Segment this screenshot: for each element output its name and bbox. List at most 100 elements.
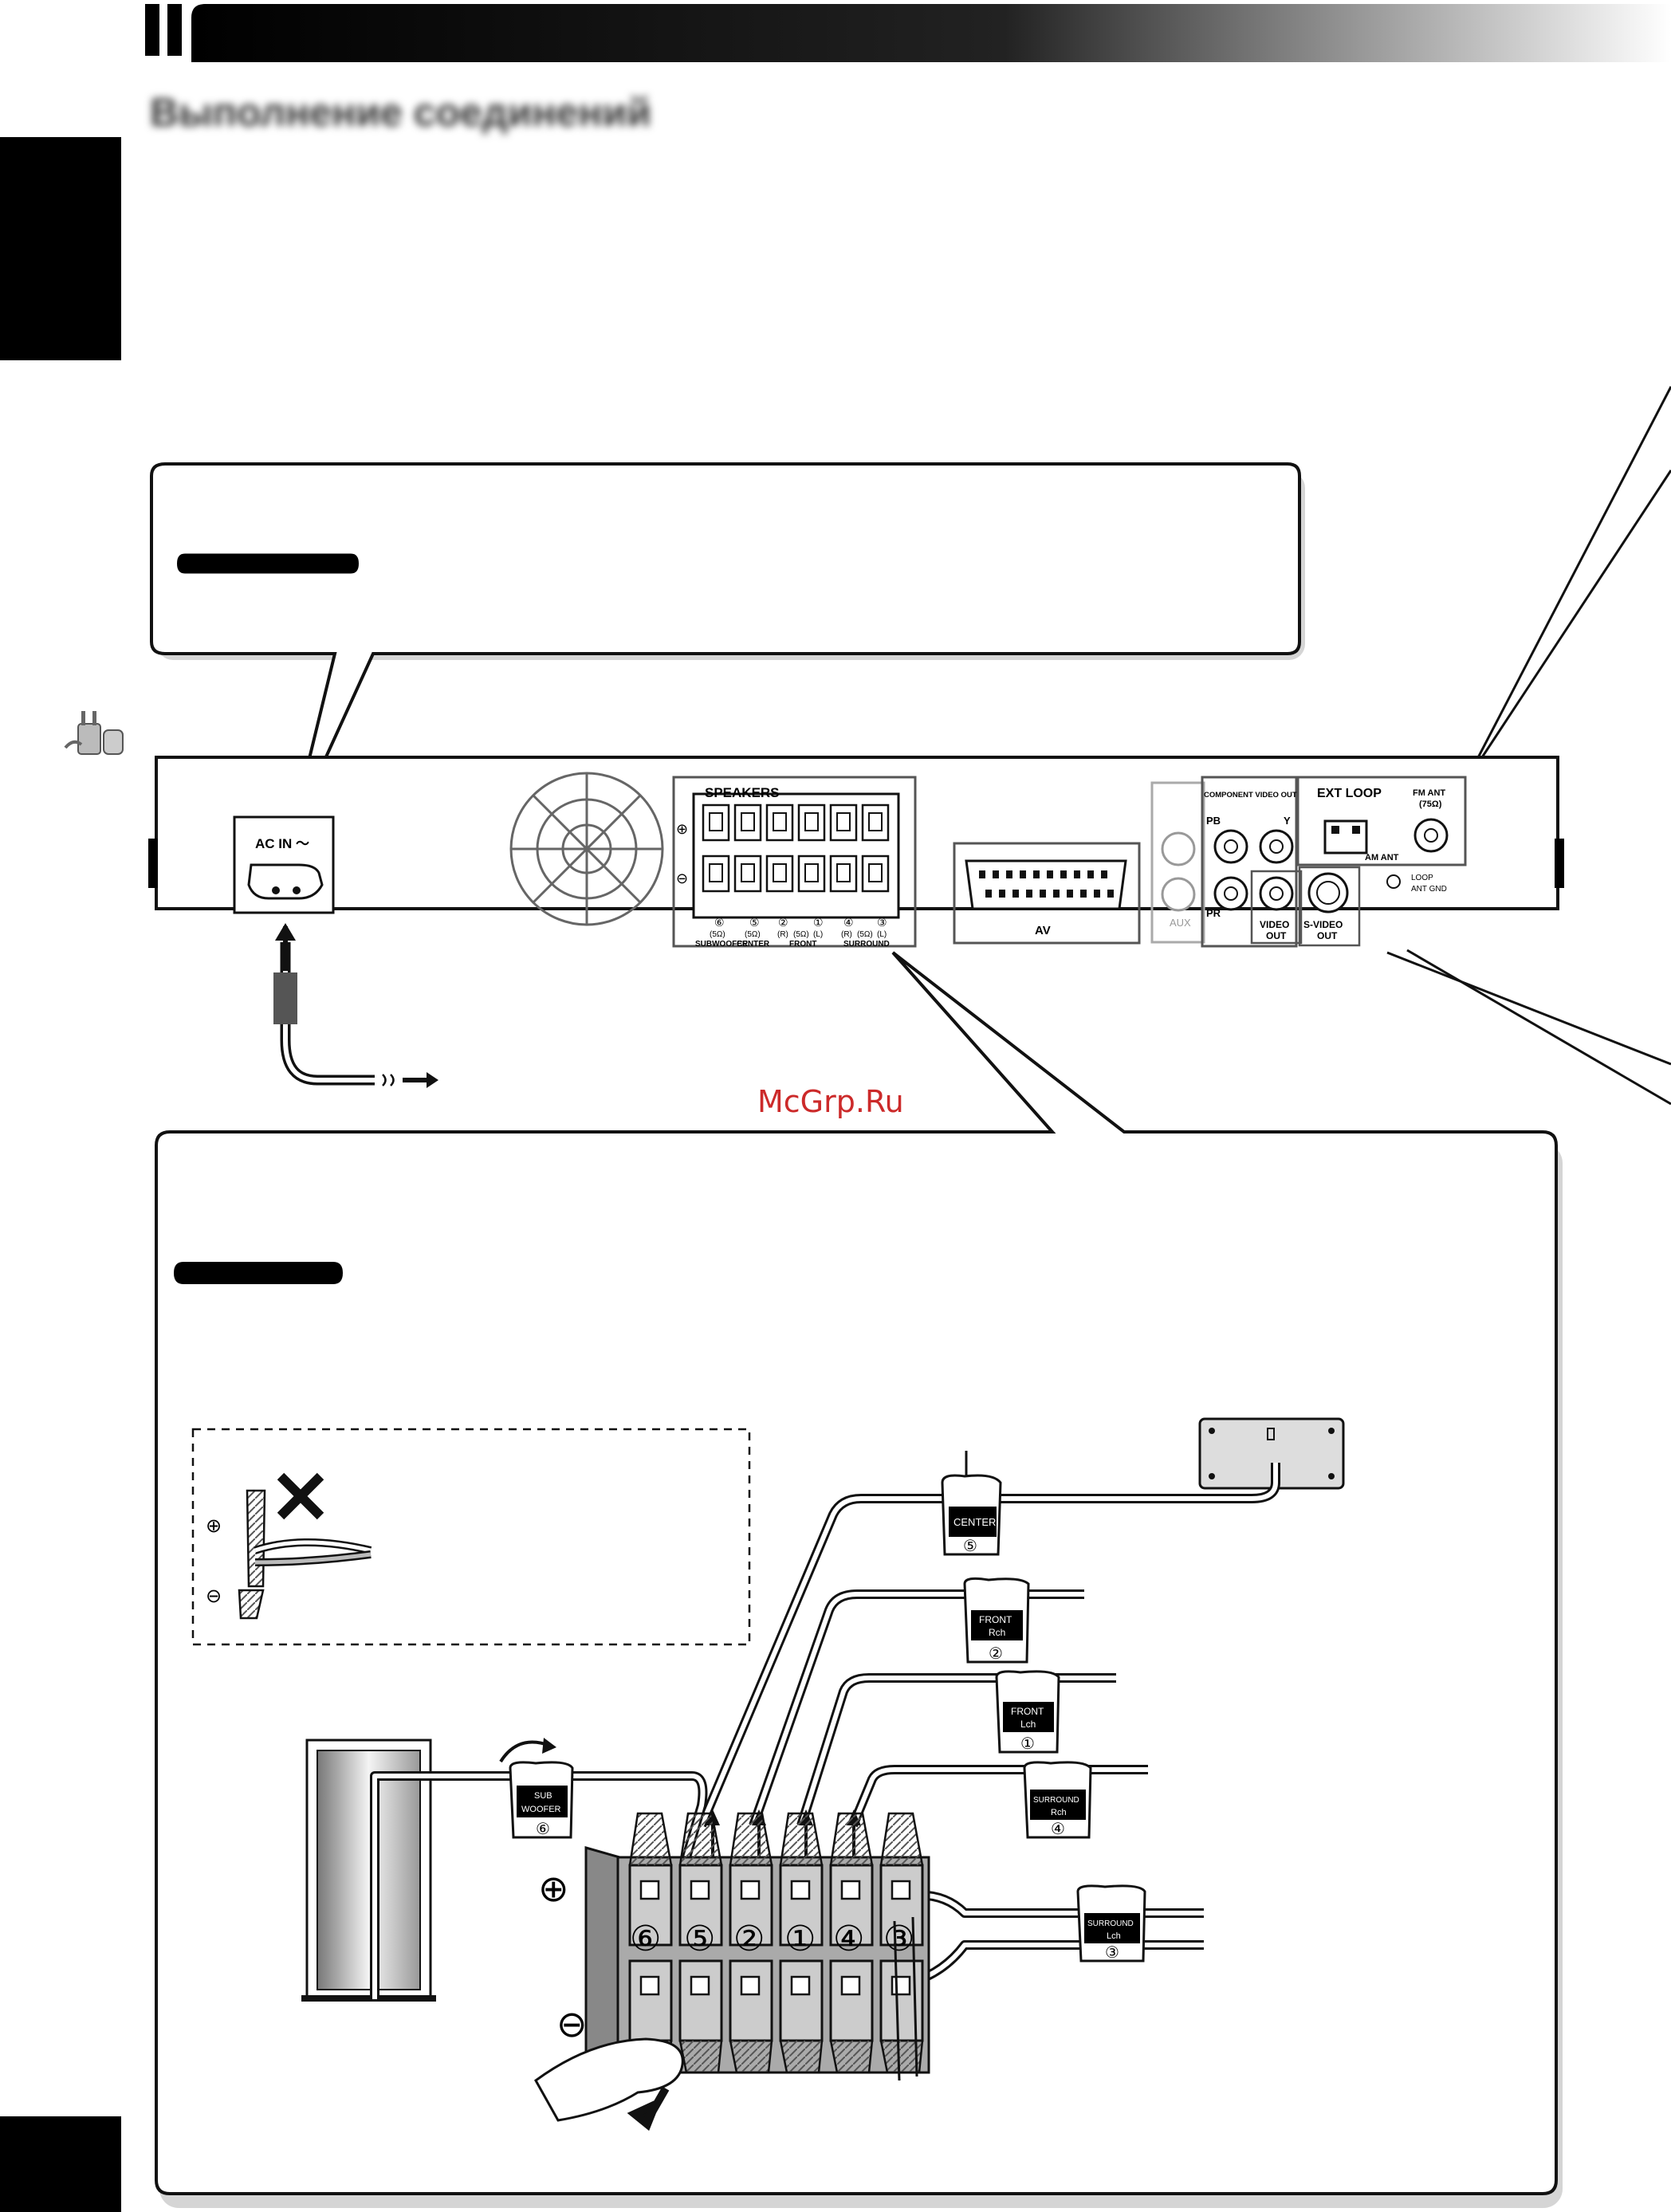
tag-front-r: FRONT Rch ② [963, 1577, 1030, 1664]
tag-sr-num: ④ [1051, 1821, 1065, 1838]
panel-imp-front: (5Ω) [793, 930, 809, 939]
block-minus: ⊖ [556, 2003, 588, 2045]
wrong-connection-illustration: ⊕ ⊖ [206, 1472, 372, 1620]
component-label: COMPONENT VIDEO OUT [1204, 791, 1297, 800]
page-heading: Выполнение соединений [150, 90, 652, 135]
block-terminal-minus[interactable] [779, 1959, 824, 2042]
svg-text:⊖: ⊖ [676, 870, 688, 886]
block-terminal-plus[interactable] [628, 1864, 673, 1947]
panel-surround: SURROUND [843, 940, 890, 949]
tag-fr-1: FRONT [979, 1614, 1012, 1625]
ac-callout [150, 462, 1305, 835]
tag-fr-num: ② [989, 1645, 1003, 1663]
term-num-5: ⑤ [684, 1919, 715, 1959]
cable-tags: CENTER ⑤ FRONT Rch ② FRONT Lch ① SURROUN… [499, 1474, 1146, 1963]
av-scart-port[interactable]: AV [953, 842, 1141, 945]
panel-imp-fl: (L) [813, 930, 823, 939]
term-num-6: ⑥ [630, 1919, 661, 1959]
panel-terminal-plus[interactable] [733, 803, 762, 842]
tag-sr-2: Rch [1051, 1808, 1067, 1817]
hand-icon [534, 2037, 684, 2122]
large-terminal-block: ⊕ ⊖ ⑥ ⑤ ② ① ④ ③ [534, 1812, 930, 2131]
panel-imp-sl: (L) [877, 930, 887, 939]
video-out-label-1: VIDEO [1260, 919, 1289, 930]
block-terminal-minus[interactable] [729, 1959, 773, 2042]
term-num-4: ④ [833, 1919, 864, 1959]
panel-imp-surround: (5Ω) [857, 930, 873, 939]
s-video-out-port[interactable]: S-VIDEO OUT [1298, 866, 1361, 947]
aux-label: AUX [1170, 917, 1191, 929]
block-terminal-minus[interactable] [829, 1959, 874, 2042]
block-plus: ⊕ [538, 1868, 569, 1909]
panel-terminal-plus[interactable] [829, 803, 858, 842]
term-num-1: ① [784, 1919, 816, 1959]
tag-surround-r: SURROUND Rch ④ [1023, 1761, 1092, 1839]
y-label: Y [1284, 815, 1291, 827]
tag-sub-num: ⑥ [536, 1821, 550, 1838]
pb-label: PB [1206, 815, 1221, 827]
press-arrow-icon [627, 2086, 670, 2131]
warning-plus: ⊕ [206, 1515, 222, 1537]
block-terminal-minus[interactable] [628, 1959, 673, 2042]
panel-ch4: ④ [843, 916, 854, 929]
s-video-label-2: OUT [1317, 930, 1338, 941]
video-out-port[interactable]: VIDEO OUT [1250, 870, 1303, 945]
watermark: McGrp.Ru [757, 1084, 904, 1119]
panel-imp-center: (5Ω) [745, 930, 761, 939]
block-terminal-plus[interactable] [879, 1864, 924, 1947]
rear-panel: AC IN ～ SPEAKERS ⊕ ⊖ ⑥ ⑤ ② ① ④ ③ (5Ω) (5… [148, 756, 1564, 949]
fan-grille [509, 772, 664, 926]
term-num-2: ② [733, 1919, 765, 1959]
loop-label: LOOP [1411, 874, 1433, 882]
panel-imp-fr: (R) [777, 930, 788, 939]
ext-loop-label: EXT LOOP [1317, 787, 1382, 800]
speakers-label: SPEAKERS [705, 785, 780, 800]
aux-inputs[interactable]: AUX [1150, 781, 1205, 944]
component-video-out[interactable]: COMPONENT VIDEO OUT PB Y PR [1201, 776, 1298, 948]
tag-fl-num: ① [1020, 1735, 1035, 1753]
panel-terminal-minus[interactable] [733, 855, 762, 893]
tag-subwoofer: SUB WOOFER ⑥ [499, 1738, 574, 1839]
tag-sub-1: SUB [534, 1791, 552, 1801]
panel-ch3: ③ [877, 916, 887, 929]
panel-terminal-minus[interactable] [861, 855, 890, 893]
panel-terminal-plus[interactable] [765, 803, 794, 842]
page-header [0, 4, 1671, 360]
svg-text:⊕: ⊕ [676, 821, 688, 837]
plug-icon [64, 711, 124, 755]
antenna-terminals[interactable]: EXT LOOP AM ANT FM ANT (75Ω) LOOP ANT GN… [1296, 776, 1467, 894]
term-num-3: ③ [883, 1919, 914, 1959]
panel-terminal-minus[interactable] [829, 855, 858, 893]
block-terminal-plus[interactable] [779, 1864, 824, 1947]
side-tab [0, 137, 121, 360]
tag-fr-2: Rch [989, 1627, 1005, 1638]
tag-front-l: FRONT Lch ① [995, 1670, 1060, 1754]
ac-in-label: AC IN ～ [255, 836, 309, 851]
panel-ch6: ⑥ [714, 916, 725, 929]
panel-ch2: ② [778, 916, 788, 929]
callout-leaders [1386, 386, 1671, 1106]
tag-center-num: ⑤ [963, 1538, 977, 1555]
tag-surround-l: SURROUND Lch ③ [1076, 1884, 1146, 1963]
block-terminal-minus[interactable] [678, 1959, 723, 2042]
fm-ant-label: FM ANT [1413, 788, 1445, 798]
panel-terminal-minus[interactable] [702, 855, 730, 893]
panel-terminal-minus[interactable] [765, 855, 794, 893]
panel-terminal-plus[interactable] [702, 803, 730, 842]
panel-imp-sr: (R) [841, 930, 852, 939]
ac-in-socket[interactable]: AC IN ～ [233, 815, 335, 914]
tag-center: CENTER ⑤ [941, 1474, 1002, 1556]
panel-terminal-minus[interactable] [797, 855, 826, 893]
speaker-terminal-block: SPEAKERS ⊕ ⊖ ⑥ ⑤ ② ① ④ ③ (5Ω) (5Ω) (R) (… [672, 776, 917, 949]
panel-terminal-plus[interactable] [797, 803, 826, 842]
block-terminal-plus[interactable] [678, 1864, 723, 1947]
panel-imp-sub: (5Ω) [710, 930, 725, 939]
panel-ch1: ① [813, 916, 824, 929]
ant-gnd-label: ANT GND [1411, 885, 1447, 894]
tag-fl-2: Lch [1020, 1719, 1036, 1730]
panel-terminal-plus[interactable] [861, 803, 890, 842]
subwoofer-illustration [301, 1739, 436, 2002]
tag-sl-2: Lch [1107, 1931, 1121, 1941]
tag-sl-num: ③ [1105, 1944, 1119, 1962]
